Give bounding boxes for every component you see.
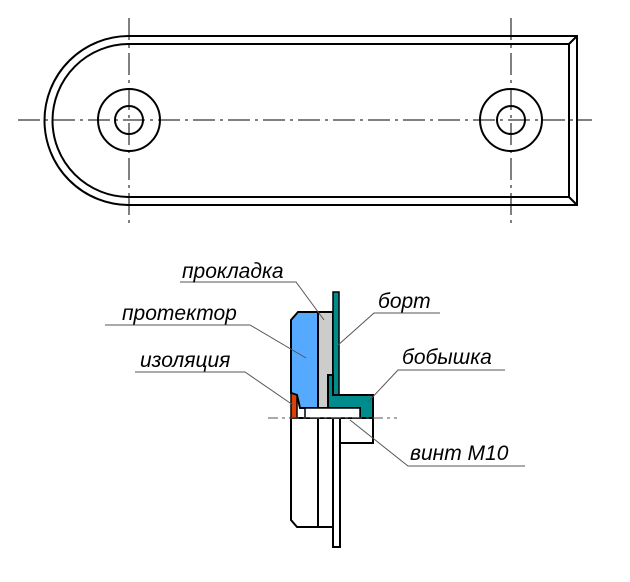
- label-gasket: прокладка: [182, 260, 284, 283]
- screw-head: [339, 417, 374, 444]
- gasket-lower: [317, 417, 334, 528]
- center-lines: [18, 18, 592, 228]
- section-view: [290, 291, 374, 548]
- corner-chamfer-top: [568, 35, 578, 45]
- protector-lower: [290, 417, 319, 528]
- leader-insulation: [135, 371, 294, 406]
- plate-inner-outline: [51, 43, 570, 198]
- label-protector: протектор: [122, 302, 237, 325]
- leaders: [105, 281, 525, 467]
- leader-protector: [105, 324, 307, 359]
- plate-outer-outline: [43, 35, 578, 206]
- label-board: борт: [378, 290, 431, 313]
- label-boss: бобышка: [402, 346, 492, 369]
- leader-screw: [349, 419, 525, 467]
- leader-boss: [367, 369, 505, 403]
- leader-board: [336, 312, 440, 347]
- corner-chamfer-bottom: [568, 196, 578, 206]
- label-insulation: изоляция: [140, 349, 230, 372]
- screw-shank: [304, 407, 361, 419]
- insulation: [290, 391, 298, 419]
- label-screw: винт М10: [410, 442, 509, 465]
- board-lower: [332, 417, 341, 548]
- leader-gasket: [180, 281, 325, 321]
